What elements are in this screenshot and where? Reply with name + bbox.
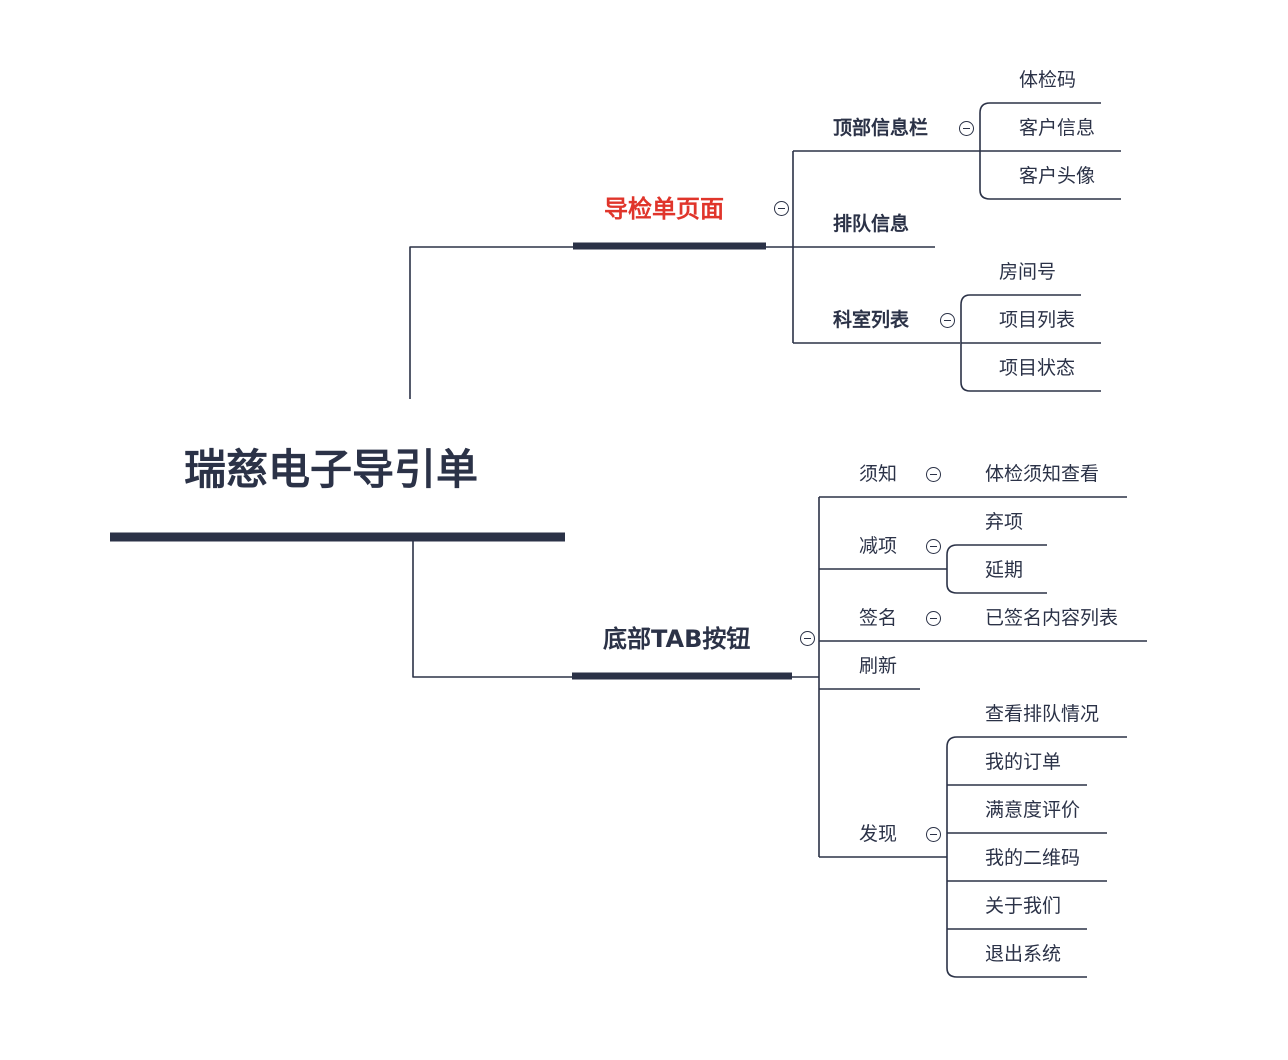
collapse-icon[interactable]: [959, 121, 974, 136]
leaf-item[interactable]: 满意度评价: [985, 799, 1081, 821]
leaf-item[interactable]: 体检码: [1019, 69, 1077, 91]
collapse-icon[interactable]: [926, 611, 941, 626]
topic-reduce-items[interactable]: 减项: [859, 535, 898, 557]
leaf-item[interactable]: 关于我们: [985, 895, 1062, 917]
connector-c5-leaves: [946, 736, 958, 978]
topic-signature[interactable]: 签名: [859, 607, 898, 629]
leaf-item[interactable]: 客户信息: [1019, 117, 1096, 139]
leaf-item[interactable]: 延期: [985, 559, 1024, 581]
topic-discover[interactable]: 发现: [859, 823, 898, 845]
leaf-item[interactable]: 房间号: [999, 261, 1057, 283]
topic-notice[interactable]: 须知: [859, 463, 898, 485]
collapse-icon[interactable]: [926, 467, 941, 482]
collapse-icon[interactable]: [926, 827, 941, 842]
topic-refresh[interactable]: 刷新: [859, 655, 898, 677]
collapse-icon[interactable]: [940, 313, 955, 328]
branch-bottom-tab[interactable]: 底部TAB按钮: [603, 625, 751, 653]
leaf-item[interactable]: 客户头像: [1019, 165, 1096, 187]
branch-guide-page[interactable]: 导检单页面: [604, 195, 724, 223]
topic-department-list[interactable]: 科室列表: [833, 309, 910, 331]
leaf-item[interactable]: 我的二维码: [985, 847, 1081, 869]
connector-root-branch1: [409, 246, 575, 399]
leaf-item[interactable]: 项目状态: [999, 357, 1076, 379]
connector-root-branch2: [412, 541, 572, 678]
collapse-icon[interactable]: [800, 631, 815, 646]
connector-branch2-trunk: [792, 497, 820, 857]
topic-queue-info[interactable]: 排队信息: [833, 213, 910, 235]
leaf-item[interactable]: 项目列表: [999, 309, 1076, 331]
leaf-item[interactable]: 弃项: [985, 511, 1024, 533]
leaf-item[interactable]: 已签名内容列表: [985, 607, 1119, 629]
leaf-item[interactable]: 查看排队情况: [985, 703, 1100, 725]
collapse-icon[interactable]: [926, 539, 941, 554]
topic-top-info-bar[interactable]: 顶部信息栏: [833, 117, 929, 139]
collapse-icon[interactable]: [774, 201, 789, 216]
connector-c2-leaves: [946, 544, 958, 594]
leaf-item[interactable]: 体检须知查看: [985, 463, 1100, 485]
leaf-item[interactable]: 退出系统: [985, 943, 1062, 965]
root-topic[interactable]: 瑞慈电子导引单: [184, 445, 479, 494]
connector-branch1-trunk: [766, 151, 794, 343]
leaf-item[interactable]: 我的订单: [985, 751, 1062, 773]
